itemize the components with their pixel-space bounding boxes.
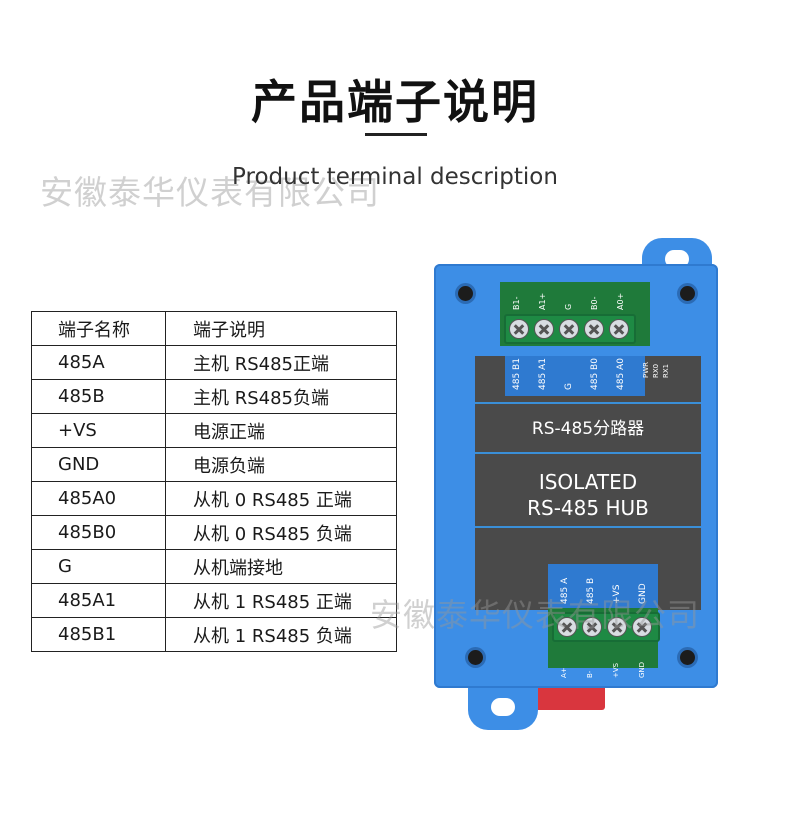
terminal-description: 主机 RS485正端 [165, 345, 397, 380]
panel-pin-label: G [564, 383, 574, 390]
terminal-description: 从机 1 RS485 正端 [165, 583, 397, 618]
panel-pin-label: 485 A0 [616, 358, 626, 390]
column-header: 端子名称 [31, 311, 166, 346]
panel-pin-label: 485 B0 [590, 358, 600, 390]
table-row: 485B 主机 RS485负端 [31, 379, 397, 414]
terminal-name: 485B1 [31, 617, 166, 652]
terminal-description: 从机端接地 [165, 549, 397, 584]
led-label: PWR [642, 361, 650, 378]
terminal-name: 485A0 [31, 481, 166, 516]
terminal-table: 端子名称 端子说明 485A 主机 RS485正端 485B 主机 RS485负… [31, 311, 397, 652]
pcb-label: +VS [612, 662, 620, 678]
terminal-screw-icon [534, 319, 554, 339]
page-title: 产品端子说明 [251, 75, 539, 129]
bottom-pin-label-strip [548, 564, 658, 610]
table-row: 485A1 从机 1 RS485 正端 [31, 583, 397, 618]
table-row: +VS 电源正端 [31, 413, 397, 448]
terminal-name: 485A [31, 345, 166, 380]
screw-icon [680, 286, 695, 301]
terminal-name: 485B [31, 379, 166, 414]
terminal-description: 电源正端 [165, 413, 397, 448]
terminal-screw-icon [632, 617, 652, 637]
terminal-name: +VS [31, 413, 166, 448]
terminal-screw-icon [609, 319, 629, 339]
pcb-label: G [564, 303, 573, 310]
table-row: GND 电源负端 [31, 447, 397, 482]
led-label: RX0 [652, 363, 660, 378]
table-row: G 从机端接地 [31, 549, 397, 584]
terminal-screw-icon [559, 319, 579, 339]
terminal-screw-icon [582, 617, 602, 637]
top-terminal-block [504, 314, 636, 344]
pcb-label: A0+ [616, 292, 625, 310]
table-row: 485B1 从机 1 RS485 负端 [31, 617, 397, 652]
screw-icon [468, 650, 483, 665]
table-header-row: 端子名称 端子说明 [31, 311, 397, 346]
mounting-hole [665, 250, 689, 268]
screw-icon [680, 650, 695, 665]
page-subtitle: Product terminal description [232, 164, 558, 190]
terminal-description: 电源负端 [165, 447, 397, 482]
terminal-description: 从机 1 RS485 负端 [165, 617, 397, 652]
device-name-line2: RS-485 HUB [527, 496, 649, 520]
terminal-name: G [31, 549, 166, 584]
led-label: RX1 [662, 363, 670, 378]
mounting-hole [491, 698, 515, 716]
screw-icon [458, 286, 473, 301]
terminal-name: 485A1 [31, 583, 166, 618]
device-name-line1: ISOLATED [538, 470, 638, 494]
device-name-cn: RS-485分路器 [531, 419, 645, 439]
pcb-label: B- [586, 670, 594, 678]
terminal-description: 主机 RS485负端 [165, 379, 397, 414]
panel-divider [475, 402, 701, 404]
panel-divider [475, 452, 701, 454]
watermark-text: 安徽泰华仪表有限公司 [40, 173, 380, 212]
pcb-label: GND [638, 661, 646, 678]
panel-pin-label: 485 B1 [512, 358, 522, 390]
watermark-text: 安徽泰华仪表有限公司 [370, 596, 701, 634]
title-underline [365, 133, 427, 136]
terminal-name: GND [31, 447, 166, 482]
column-header: 端子说明 [165, 311, 397, 346]
top-pin-label-strip [505, 356, 645, 396]
terminal-screw-icon [584, 319, 604, 339]
panel-divider [475, 526, 701, 528]
panel-pin-label: 485 A1 [538, 358, 548, 390]
table-row: 485A 主机 RS485正端 [31, 345, 397, 380]
bottom-terminal-block [552, 612, 660, 642]
rs485-hub-device-image: B1- A1+ G B0- A0+ 485 B1 485 A1 G 485 B0… [420, 238, 725, 738]
terminal-screw-icon [607, 617, 627, 637]
terminal-description: 从机 0 RS485 正端 [165, 481, 397, 516]
table-row: 485B0 从机 0 RS485 负端 [31, 515, 397, 550]
terminal-screw-icon [509, 319, 529, 339]
pcb-label: B1- [512, 296, 521, 310]
terminal-screw-icon [557, 617, 577, 637]
pcb-label: A1+ [538, 292, 547, 310]
pcb-label: B0- [590, 296, 599, 310]
pcb-label: A+ [560, 667, 568, 678]
terminal-description: 从机 0 RS485 负端 [165, 515, 397, 550]
table-row: 485A0 从机 0 RS485 正端 [31, 481, 397, 516]
terminal-name: 485B0 [31, 515, 166, 550]
